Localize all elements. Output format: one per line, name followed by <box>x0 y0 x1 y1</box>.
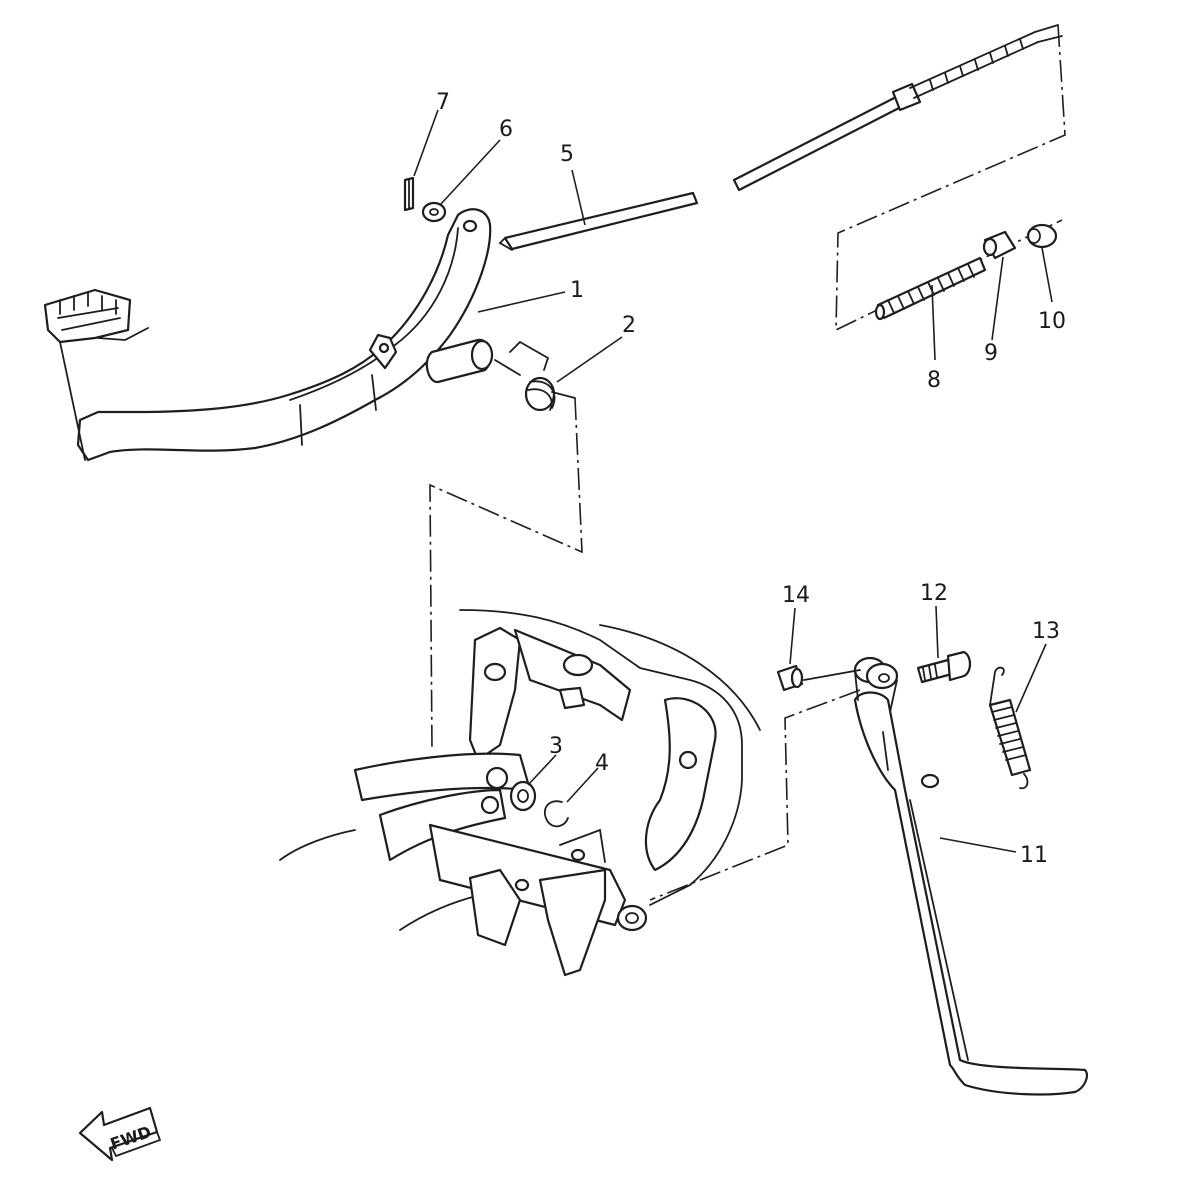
leader-4 <box>566 767 599 803</box>
leader-14 <box>789 607 796 665</box>
guide-part-9 <box>982 230 1017 260</box>
callout-10: 10 <box>1038 309 1066 334</box>
callout-2: 2 <box>622 313 636 338</box>
spring-part-8 <box>874 256 987 321</box>
leader-10 <box>1041 247 1053 303</box>
cotter-pin-part-7 <box>403 176 415 212</box>
leader-7 <box>413 109 439 177</box>
callout-7: 7 <box>436 90 450 115</box>
leader-5 <box>571 169 586 226</box>
leader-8 <box>931 284 936 361</box>
leader-11 <box>939 837 1017 853</box>
washer-part-3 <box>509 780 537 812</box>
exploded-view-guide-side-stand <box>649 689 861 901</box>
side-stand-part-11 <box>853 656 1089 1096</box>
callout-11: 11 <box>1020 843 1048 868</box>
callout-6: 6 <box>499 117 513 142</box>
callout-1: 1 <box>570 278 584 303</box>
leader-1 <box>477 291 566 313</box>
rod-part-5 <box>498 24 1063 251</box>
callout-8: 8 <box>927 368 941 393</box>
return-spring-part-2 <box>509 340 576 412</box>
exploded-view-guide-pedal <box>429 397 583 751</box>
callout-13: 13 <box>1032 619 1060 644</box>
leader-12 <box>935 605 939 659</box>
callout-12: 12 <box>920 581 948 606</box>
callout-14: 14 <box>782 583 810 608</box>
nut-part-10 <box>1026 223 1058 249</box>
bolt-part-12 <box>916 650 972 684</box>
clip-part-4 <box>543 800 569 828</box>
brake-pedal-part-1 <box>43 208 521 462</box>
washer-part-6 <box>421 201 447 223</box>
leader-6 <box>439 139 501 206</box>
leader-2 <box>556 336 623 383</box>
callout-9: 9 <box>984 341 998 366</box>
frame-section <box>279 609 761 977</box>
leader-13 <box>1015 643 1047 713</box>
callout-5: 5 <box>560 142 574 167</box>
leader-9 <box>991 256 1004 341</box>
callout-3: 3 <box>549 734 563 759</box>
collar-part-14 <box>776 664 861 692</box>
forward-arrow-icon: FWD <box>78 1106 162 1162</box>
callout-4: 4 <box>595 751 609 776</box>
tension-spring-part-13 <box>988 666 1032 790</box>
leader-3 <box>527 754 557 786</box>
